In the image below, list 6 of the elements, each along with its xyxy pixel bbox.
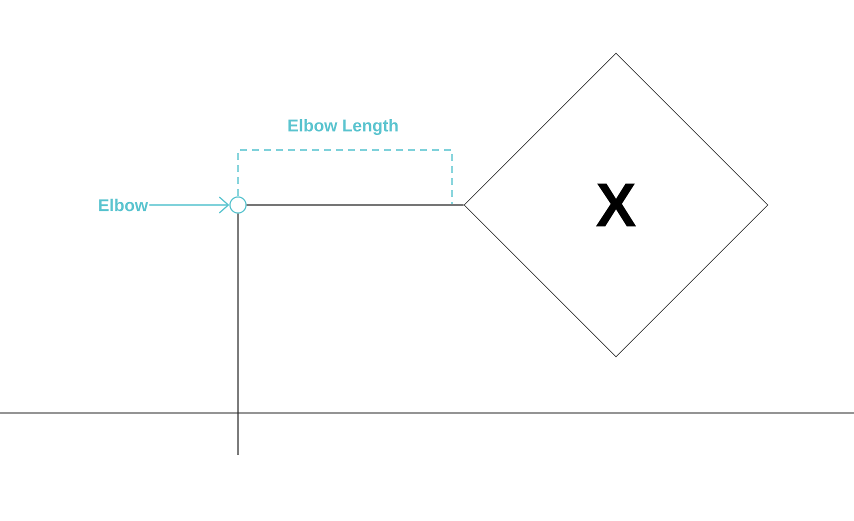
leader-arrow xyxy=(149,196,230,214)
connector-line xyxy=(246,204,464,206)
callout-text: Elbow xyxy=(99,198,148,212)
dimension-label: Elbow Length xyxy=(288,119,398,135)
connector-line xyxy=(237,214,239,455)
elbow-circle xyxy=(229,196,247,214)
